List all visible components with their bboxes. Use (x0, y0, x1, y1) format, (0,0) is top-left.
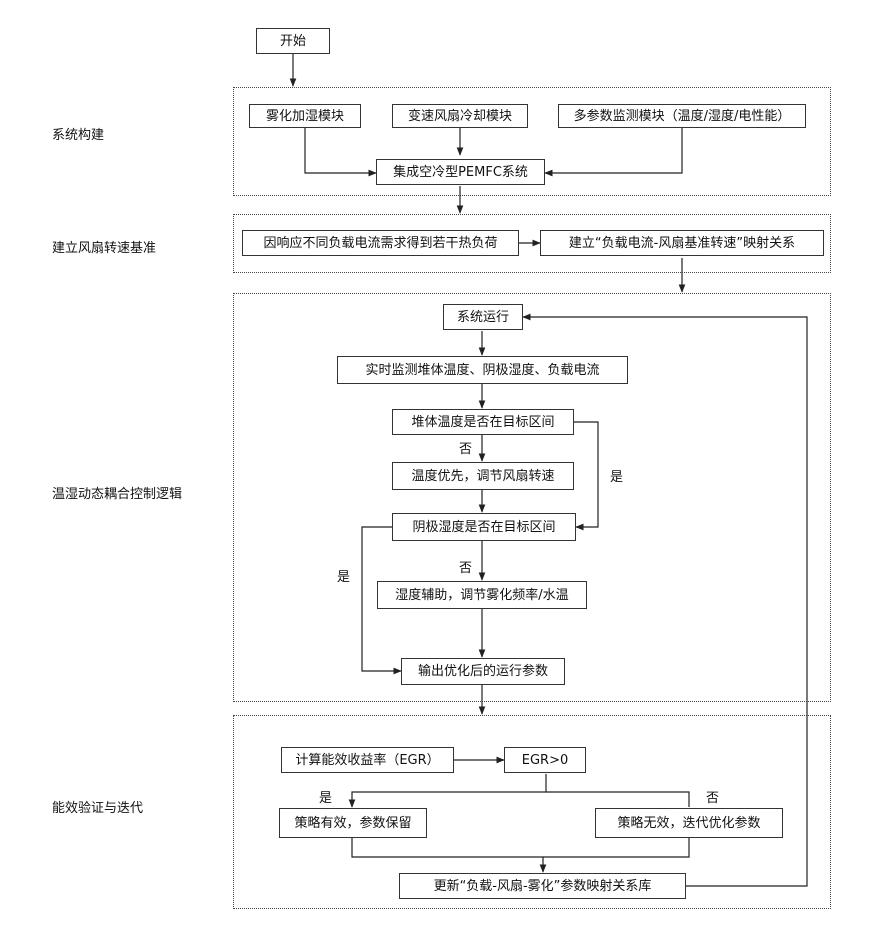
section-label-fan-baseline: 建立风扇转速基准 (52, 237, 156, 256)
node-heat-load: 因响应不同负载电流需求得到若干热负荷 (242, 230, 519, 256)
node-integrated-system: 集成空冷型PEMFC系统 (376, 159, 545, 185)
node-egr-calc: 计算能效收益率（EGR） (281, 747, 454, 773)
node-temp-check: 堆体温度是否在目标区间 (392, 409, 574, 435)
node-strategy-valid: 策略有效，参数保留 (279, 808, 427, 838)
edge-label-egr-yes: 是 (319, 787, 332, 806)
node-fan-module: 变速风扇冷却模块 (392, 104, 528, 128)
node-realtime-monitor: 实时监测堆体温度、阴极湿度、负载电流 (337, 356, 628, 384)
edge-label-temp-yes: 是 (610, 466, 623, 485)
node-humidity-adjust: 湿度辅助，调节雾化频率/水温 (377, 581, 587, 609)
edge-label-egr-no: 否 (706, 787, 719, 806)
node-humidity-check: 阴极湿度是否在目标区间 (392, 513, 576, 541)
node-output-params: 输出优化后的运行参数 (401, 658, 565, 685)
node-strategy-invalid: 策略无效，迭代优化参数 (595, 808, 783, 838)
edge-label-temp-no: 否 (459, 438, 472, 457)
node-start: 开始 (256, 28, 330, 54)
node-update-library: 更新“负载-风扇-雾化”参数映射关系库 (399, 873, 686, 899)
node-temp-adjust: 温度优先，调节风扇转速 (392, 462, 574, 490)
node-system-run: 系统运行 (443, 304, 523, 330)
node-egr-check: EGR>0 (504, 747, 586, 773)
section-control-logic (233, 293, 831, 702)
section-label-control-logic: 温湿动态耦合控制逻辑 (52, 483, 182, 502)
node-monitor-module: 多参数监测模块（温度/湿度/电性能） (558, 104, 806, 128)
section-label-efficiency: 能效验证与迭代 (52, 797, 143, 816)
node-fan-mapping: 建立“负载电流-风扇基准转速”映射关系 (540, 230, 824, 256)
section-label-system-build: 系统构建 (52, 124, 104, 143)
edge-label-hum-yes: 是 (337, 566, 350, 585)
edge-label-hum-no: 否 (459, 557, 472, 576)
node-atomization-module: 雾化加湿模块 (249, 104, 361, 128)
